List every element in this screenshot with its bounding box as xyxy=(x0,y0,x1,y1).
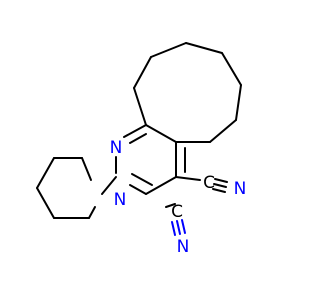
piperidine-nitrogen-label: N xyxy=(114,190,127,210)
bond xyxy=(145,176,177,195)
bond xyxy=(36,187,55,219)
piperidine-ring xyxy=(36,157,117,219)
background xyxy=(0,0,300,300)
bond xyxy=(133,56,152,89)
bond xyxy=(165,203,176,208)
pyridine-ring xyxy=(115,124,186,195)
bond-double-inner xyxy=(129,133,147,144)
bond xyxy=(150,42,187,58)
nitrile-upper-nitrogen-label: N xyxy=(234,179,247,199)
bond xyxy=(81,157,92,181)
bond-double-inner xyxy=(131,173,153,186)
cyclooctane-ring xyxy=(133,42,242,143)
molecule-structure-diagram: N N C N C N xyxy=(0,0,300,300)
bond xyxy=(88,206,96,219)
bond-triple xyxy=(214,178,228,183)
bond xyxy=(123,124,147,138)
bond-triple xyxy=(176,220,181,235)
bond xyxy=(175,176,201,181)
bond xyxy=(185,42,223,54)
ring-nitrogen-label: N xyxy=(110,138,123,158)
bond-triple xyxy=(212,188,226,193)
bond xyxy=(101,176,117,195)
bond-triple xyxy=(181,219,186,234)
bond xyxy=(36,157,55,189)
bond-triple xyxy=(213,183,227,188)
nitrile-upper-carbon-label: C xyxy=(203,173,215,193)
bond-triple xyxy=(171,221,176,236)
bond xyxy=(221,52,242,86)
bond xyxy=(133,87,147,126)
nitrile-group-upper xyxy=(175,176,228,193)
bond xyxy=(209,119,237,143)
nitrile-lower-nitrogen-label: N xyxy=(177,237,190,257)
bond xyxy=(129,184,147,195)
bond xyxy=(145,124,177,143)
nitrile-group-lower xyxy=(165,203,186,236)
nitrile-lower-carbon-label: C xyxy=(171,202,183,222)
bond xyxy=(235,84,242,121)
